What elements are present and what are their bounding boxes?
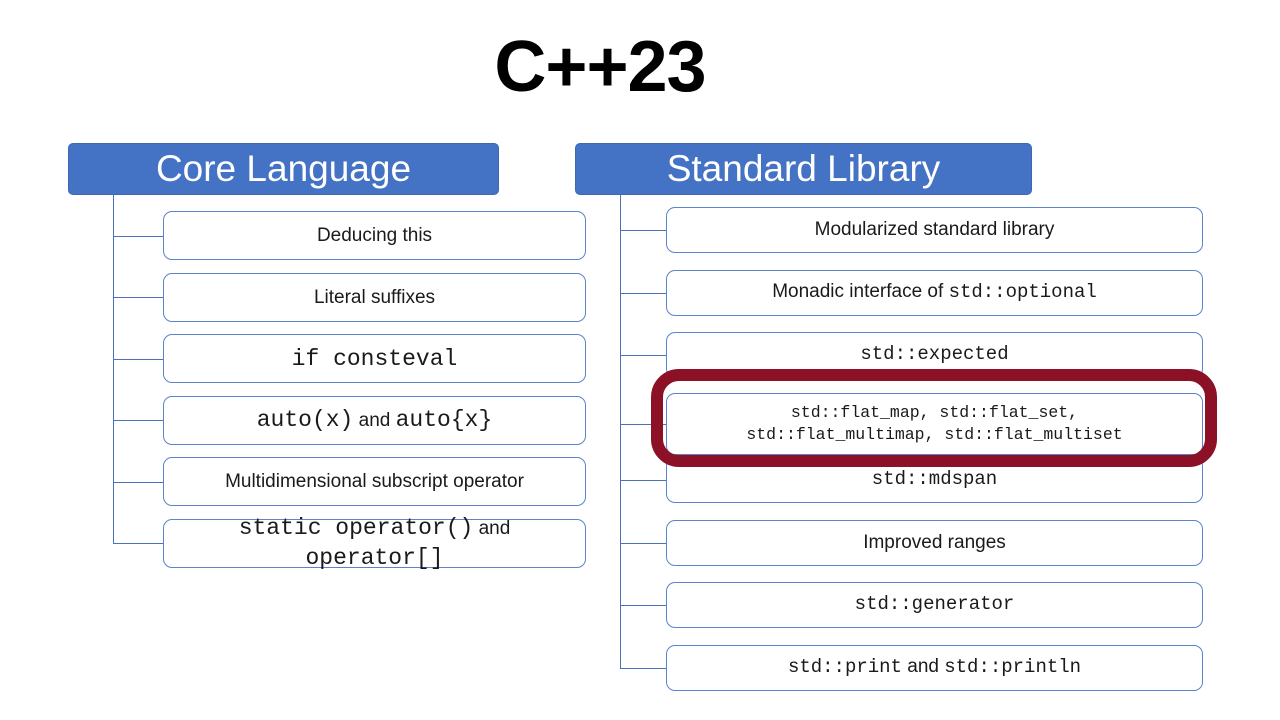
code-text: auto(x) bbox=[256, 407, 354, 434]
feature-label: auto(x) and auto{x} bbox=[249, 405, 501, 435]
feature-label: Literal suffixes bbox=[306, 285, 443, 310]
slide-title: C++23 bbox=[494, 27, 706, 107]
column-header-standard-library: Standard Library bbox=[575, 143, 1032, 195]
feature-label: std::print and std::println bbox=[780, 654, 1089, 680]
feature-label: std::mdspan bbox=[864, 467, 1005, 492]
code-text: std::expected bbox=[860, 343, 1009, 366]
feature-box: Multidimensional subscript operator bbox=[113, 457, 586, 507]
connector-line bbox=[113, 297, 163, 299]
connector-line bbox=[620, 292, 666, 294]
feature-box: static operator() and operator[] bbox=[113, 515, 586, 571]
feature-box: Deducing this bbox=[113, 211, 586, 260]
connector-line bbox=[113, 481, 163, 483]
feature-label: Deducing this bbox=[309, 223, 440, 248]
column-header-core-language: Core Language bbox=[68, 143, 499, 195]
plain-text: and bbox=[473, 518, 511, 540]
connector-line bbox=[113, 420, 163, 422]
connector-line bbox=[620, 542, 666, 544]
code-text: operator[] bbox=[305, 545, 444, 572]
tree-trunk-line bbox=[620, 192, 621, 668]
feature-box: std::expected bbox=[620, 332, 1203, 378]
plain-text: Multidimensional subscript operator bbox=[225, 471, 524, 493]
plain-text: Monadic interface of bbox=[772, 281, 949, 303]
feature-label: std::flat_map, std::flat_set, std::flat_… bbox=[738, 402, 1130, 446]
plain-text: Deducing this bbox=[316, 224, 433, 246]
connector-line bbox=[113, 358, 163, 360]
plain-text: Improved ranges bbox=[863, 531, 1006, 553]
connector-line bbox=[620, 667, 666, 669]
feature-box: std::generator bbox=[620, 582, 1203, 628]
code-text: std::mdspan bbox=[871, 468, 998, 491]
feature-box: std::mdspan bbox=[620, 457, 1203, 503]
feature-box: Literal suffixes bbox=[113, 272, 586, 322]
feature-box: Improved ranges bbox=[620, 519, 1203, 566]
plain-text: and bbox=[901, 656, 945, 678]
feature-box: if consteval bbox=[113, 334, 586, 384]
connector-line bbox=[620, 355, 666, 356]
feature-label: std::expected bbox=[852, 342, 1016, 367]
plain-text: Modularized standard library bbox=[814, 219, 1055, 241]
code-text: std::print bbox=[787, 656, 902, 679]
feature-box: std::flat_map, std::flat_set, std::flat_… bbox=[620, 369, 1217, 467]
feature-box: Modularized standard library bbox=[620, 207, 1203, 253]
connector-line bbox=[620, 424, 666, 425]
column-header-label: Core Language bbox=[155, 148, 412, 189]
plain-text: and bbox=[353, 410, 396, 432]
code-text: auto{x} bbox=[395, 407, 493, 434]
plain-text: Literal suffixes bbox=[313, 286, 436, 308]
feature-label: Modularized standard library bbox=[807, 217, 1063, 242]
feature-label: Multidimensional subscript operator bbox=[217, 469, 532, 494]
code-text: if consteval bbox=[291, 345, 458, 372]
code-text: std::generator bbox=[854, 593, 1015, 616]
code-text: std::println bbox=[944, 656, 1082, 679]
feature-label: Improved ranges bbox=[855, 530, 1014, 555]
column-header-label: Standard Library bbox=[666, 148, 941, 189]
connector-line bbox=[620, 480, 666, 481]
feature-label: Monadic interface of std::optional bbox=[764, 279, 1105, 305]
feature-box: auto(x) and auto{x} bbox=[113, 395, 586, 445]
code-text: std::flat_map, std::flat_set, std::flat_… bbox=[746, 403, 1123, 444]
connector-line bbox=[113, 235, 163, 237]
feature-label: static operator() and operator[] bbox=[164, 513, 585, 574]
feature-label: std::generator bbox=[847, 592, 1023, 617]
connector-line bbox=[113, 543, 163, 545]
feature-box: Monadic interface of std::optional bbox=[620, 269, 1203, 316]
code-text: static operator() bbox=[238, 515, 474, 542]
code-text: std::optional bbox=[948, 281, 1097, 304]
feature-label: if consteval bbox=[284, 344, 466, 374]
connector-line bbox=[620, 230, 666, 231]
feature-box: std::print and std::println bbox=[620, 644, 1203, 691]
tree-trunk-line bbox=[113, 192, 114, 544]
connector-line bbox=[620, 605, 666, 606]
